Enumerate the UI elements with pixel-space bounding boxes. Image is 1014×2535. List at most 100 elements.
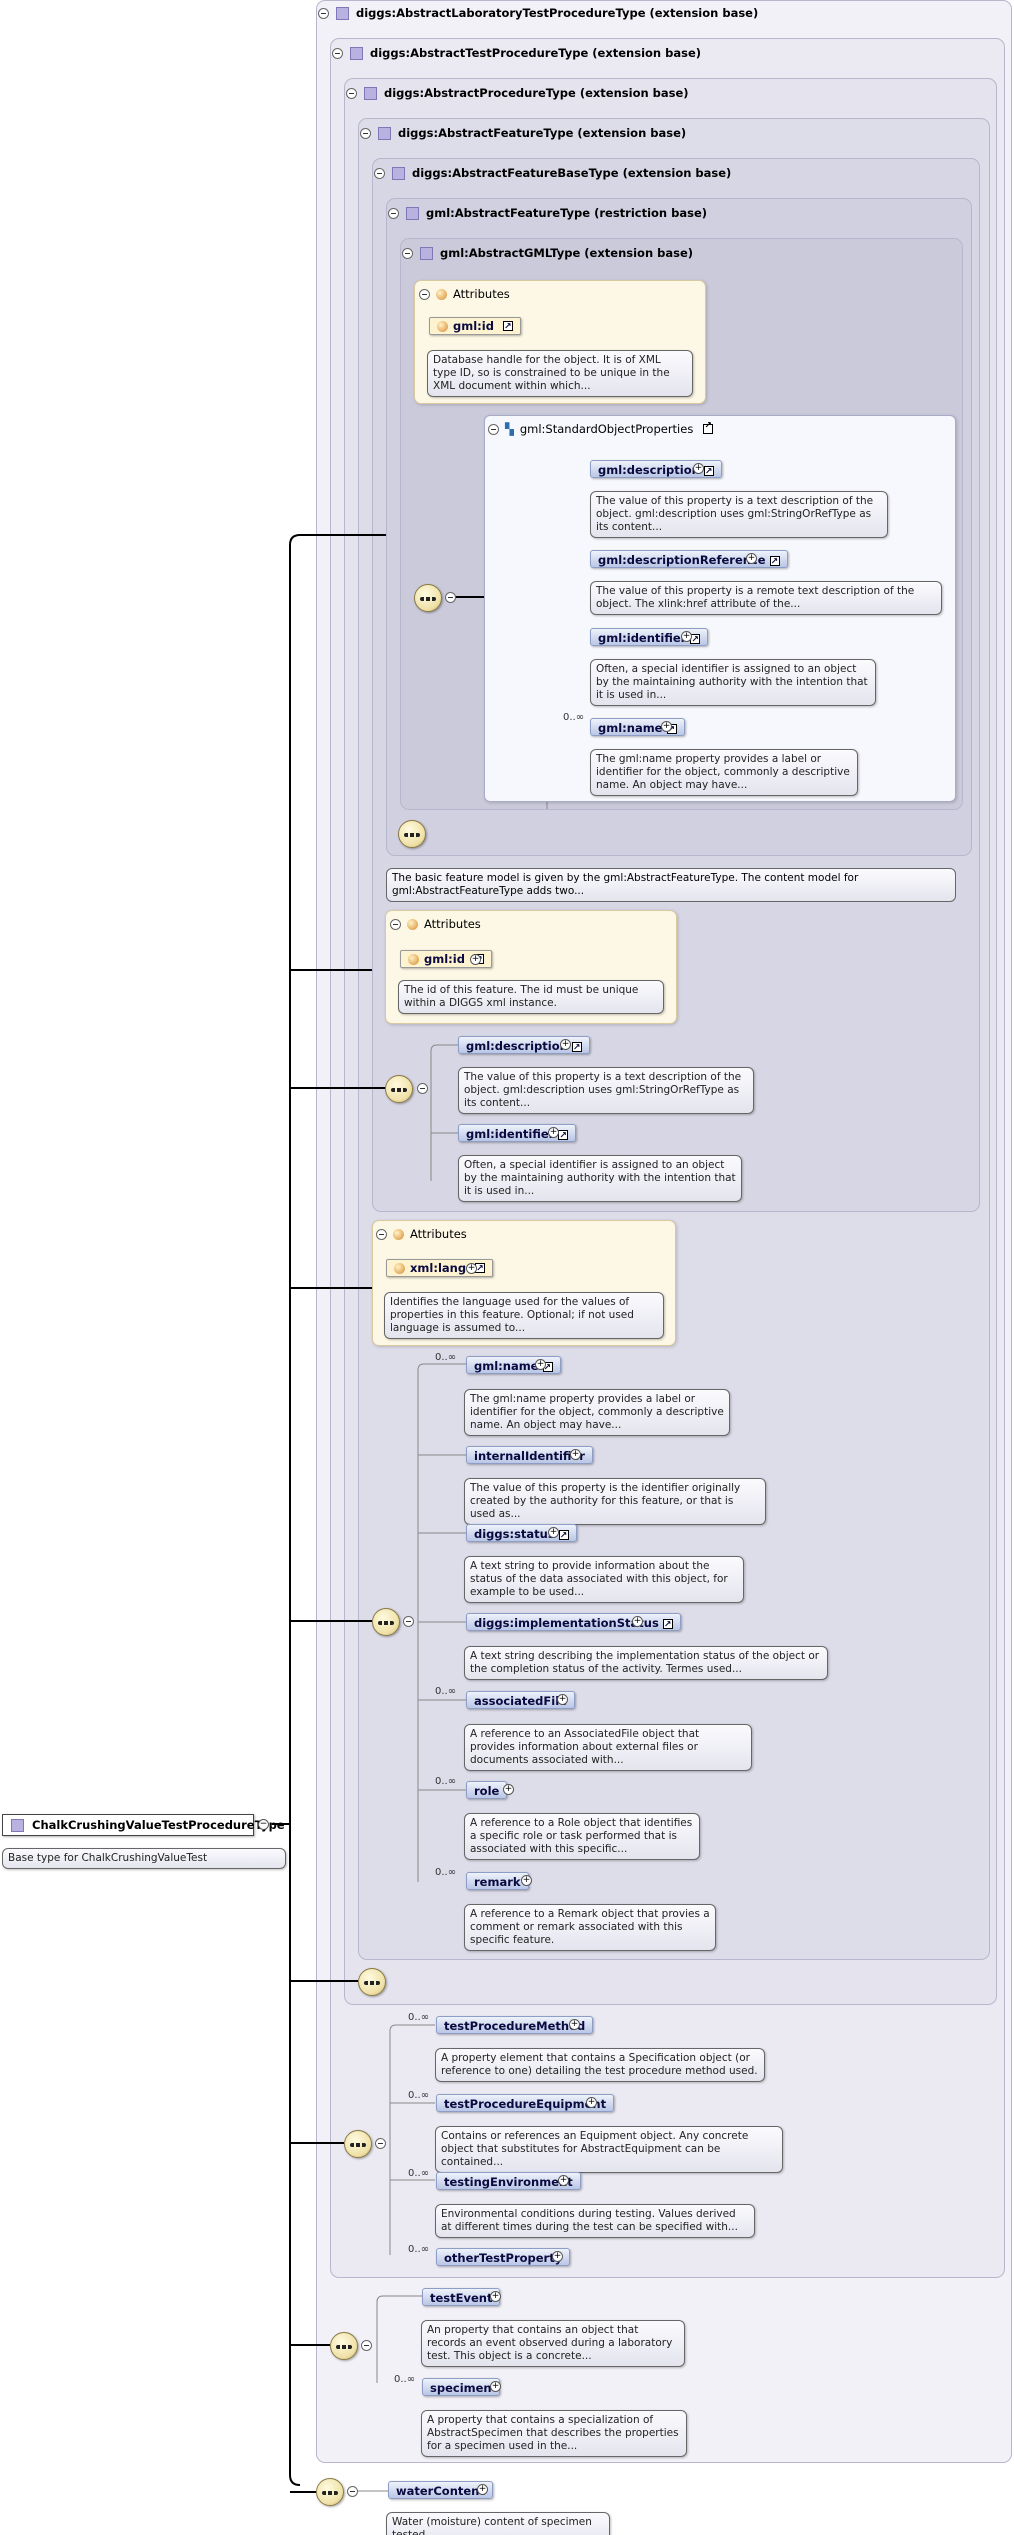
expand-toggle[interactable]: +	[552, 2251, 563, 2262]
expand-toggle[interactable]: +	[477, 2484, 488, 2495]
expand-toggle[interactable]: +	[470, 954, 481, 965]
attribute-icon	[394, 1262, 405, 1274]
collapse-toggle[interactable]	[374, 167, 385, 179]
gml-id-attribute[interactable]: gml:id	[429, 317, 521, 336]
feat-internal-identifier[interactable]: internalIdentifier	[466, 1446, 593, 1464]
collapse-toggle[interactable]	[445, 592, 456, 603]
sop-identifier-doc: Often, a special identifier is assigned …	[590, 659, 876, 706]
feat-associated-file-doc: A reference to an AssociatedFile object …	[464, 1724, 752, 1771]
expand-toggle[interactable]: +	[466, 1263, 477, 1274]
specimen[interactable]: specimen	[422, 2378, 500, 2396]
fb-identifier[interactable]: gml:identifier	[458, 1124, 577, 1145]
sequence-icon	[358, 1968, 386, 1996]
feat-role[interactable]: role	[466, 1781, 508, 1799]
feature-annotation: The basic feature model is given by the …	[386, 868, 956, 902]
test-procedure-method-doc: A property element that contains a Speci…	[435, 2048, 765, 2082]
attribute-icon	[437, 320, 448, 332]
attribute-icon	[408, 953, 419, 965]
expand-toggle[interactable]: +	[548, 1127, 559, 1138]
expand-toggle[interactable]: +	[558, 2175, 569, 2186]
test-ext-title: diggs:AbstractTestProcedureType (extensi…	[332, 46, 701, 60]
sequence-icon	[316, 2478, 344, 2506]
card-specimen: 0..∞	[394, 2374, 416, 2385]
expand-toggle[interactable]: +	[490, 2291, 501, 2302]
test-event[interactable]: testEvent	[422, 2288, 501, 2306]
testing-environment[interactable]: testingEnvironment	[436, 2172, 581, 2190]
expand-toggle[interactable]: +	[569, 2019, 580, 2030]
test-procedure-equipment[interactable]: testProcedureEquipment	[436, 2094, 615, 2112]
feat-diggs-status-doc: A text string to provide information abo…	[464, 1556, 744, 1603]
feat-ext-title: diggs:AbstractFeatureType (extension bas…	[360, 126, 686, 140]
card-role: 0..∞	[435, 1776, 457, 1787]
card-testing-environment: 0..∞	[408, 2168, 430, 2179]
testing-environment-doc: Environmental conditions during testing.…	[435, 2204, 755, 2238]
fb-description[interactable]: gml:description	[458, 1036, 590, 1057]
collapse-toggle[interactable]	[318, 7, 329, 19]
sop-description[interactable]: gml:description	[590, 460, 722, 481]
reference-icon	[703, 463, 714, 481]
xml-lang-attribute[interactable]: xml:lang	[386, 1259, 494, 1278]
expand-toggle[interactable]: +	[661, 721, 672, 732]
complex-type-icon	[406, 206, 419, 220]
attribute-icon	[436, 288, 447, 300]
test-procedure-method[interactable]: testProcedureMethod	[436, 2016, 594, 2034]
complex-type-icon	[420, 246, 433, 260]
expand-toggle[interactable]: +	[560, 1039, 571, 1050]
expand-toggle[interactable]: +	[681, 631, 692, 642]
complex-type-icon	[11, 1818, 24, 1832]
sequence-icon	[414, 584, 442, 612]
collapse-toggle[interactable]	[388, 207, 399, 219]
sop-name-cardinality: 0..∞	[563, 712, 585, 723]
collapse-toggle[interactable]	[346, 87, 357, 99]
gmltype-title: gml:AbstractGMLType (extension base)	[402, 246, 693, 260]
expand-toggle[interactable]: +	[586, 2097, 597, 2108]
water-content[interactable]: waterContent	[388, 2481, 493, 2499]
feat-diggs-status[interactable]: diggs:status	[466, 1524, 577, 1545]
sop-description-reference[interactable]: gml:descriptionReference	[590, 550, 788, 571]
expand-toggle[interactable]: +	[503, 1784, 514, 1795]
collapse-toggle[interactable]	[332, 47, 343, 59]
collapse-toggle[interactable]	[360, 127, 371, 139]
root-collapse-toggle[interactable]: −	[258, 1819, 269, 1830]
expand-toggle[interactable]: +	[521, 1875, 532, 1886]
root-element[interactable]: ChalkCrushingValueTestProcedureType	[2, 1814, 285, 1836]
collapse-toggle[interactable]	[419, 288, 430, 300]
collapse-toggle[interactable]	[347, 2486, 358, 2497]
specimen-doc: A property that contains a specializatio…	[421, 2410, 687, 2457]
sop-identifier[interactable]: gml:identifier	[590, 628, 709, 649]
feat-gml-name[interactable]: gml:name	[466, 1356, 561, 1377]
expand-toggle[interactable]: +	[535, 1359, 546, 1370]
collapse-toggle[interactable]	[403, 1616, 414, 1627]
collapse-toggle[interactable]	[402, 247, 413, 259]
group-icon: ▚	[505, 422, 514, 436]
complex-type-icon	[336, 6, 349, 20]
feat-internal-identifier-doc: The value of this property is the identi…	[464, 1478, 766, 1525]
complex-type-icon	[350, 46, 363, 60]
expand-toggle[interactable]: +	[746, 553, 757, 564]
feat-remark[interactable]: remark	[466, 1872, 529, 1890]
sequence-icon	[372, 1608, 400, 1636]
feat-gml-name-doc: The gml:name property provides a label o…	[464, 1389, 730, 1436]
collapse-toggle[interactable]	[376, 1228, 387, 1240]
collapse-toggle[interactable]	[390, 918, 401, 930]
collapse-toggle[interactable]	[361, 2340, 372, 2351]
feat-implementation-status[interactable]: diggs:implementationStatus	[466, 1613, 681, 1634]
card-test-equipment: 0..∞	[408, 2090, 430, 2101]
expand-toggle[interactable]: +	[557, 1694, 568, 1705]
expand-toggle[interactable]: +	[632, 1616, 643, 1627]
expand-toggle[interactable]: +	[570, 1449, 581, 1460]
feat-implementation-status-doc: A text string describing the implementat…	[464, 1646, 828, 1680]
other-test-property[interactable]: otherTestProperty	[436, 2248, 571, 2266]
collapse-toggle[interactable]	[417, 1083, 428, 1094]
test-event-doc: An property that contains an object that…	[421, 2320, 685, 2367]
expand-toggle[interactable]: +	[693, 463, 704, 474]
reference-icon	[558, 1527, 569, 1545]
expand-toggle[interactable]: +	[490, 2381, 501, 2392]
collapse-toggle[interactable]	[375, 2138, 386, 2149]
sequence-icon	[344, 2130, 372, 2158]
feat-associated-file[interactable]: associatedFile	[466, 1691, 575, 1709]
expand-toggle[interactable]: +	[548, 1527, 559, 1538]
complex-type-icon	[392, 166, 405, 180]
collapse-toggle[interactable]	[488, 423, 499, 435]
fb-identifier-doc: Often, a special identifier is assigned …	[458, 1155, 742, 1202]
